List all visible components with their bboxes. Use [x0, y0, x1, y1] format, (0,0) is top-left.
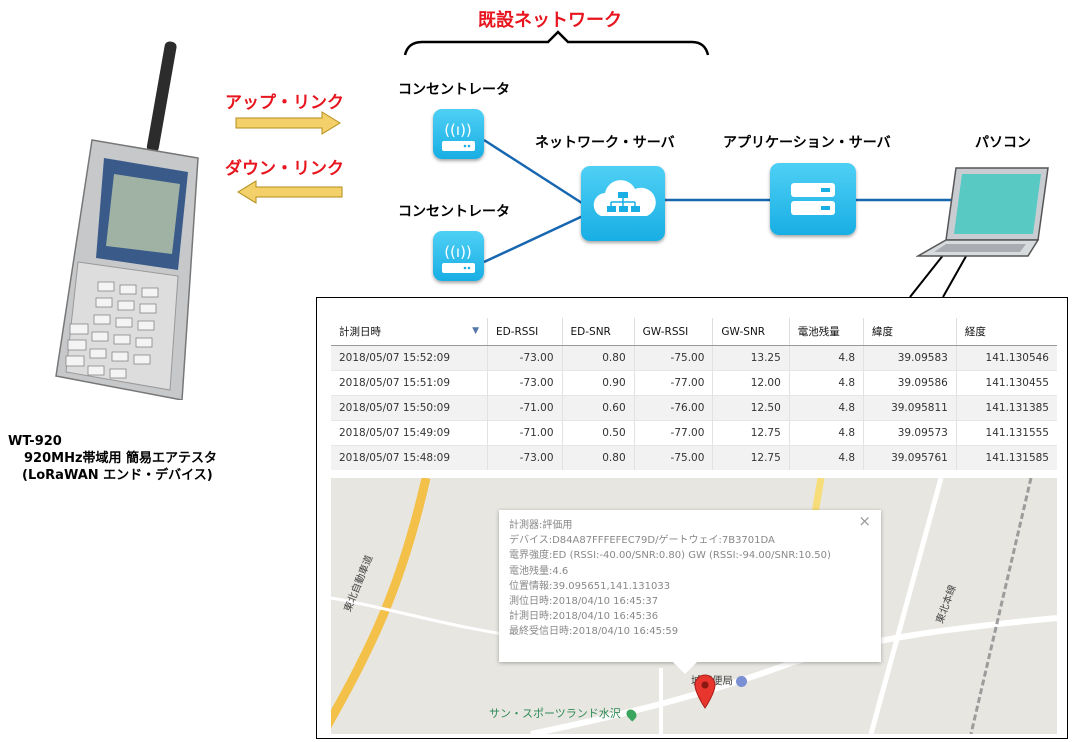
table-cell: 12.50: [712, 395, 790, 421]
table-cell: 39.09586: [863, 370, 957, 396]
table-cell: 39.095811: [863, 395, 957, 421]
sort-desc-icon[interactable]: ▼: [472, 326, 479, 336]
post-office-icon: [736, 675, 748, 687]
uplink-arrow: [235, 111, 341, 135]
network-server-label: ネットワーク・サーバ: [535, 135, 675, 151]
table-cell: -71.00: [487, 395, 563, 421]
table-cell: 2018/05/07 15:52:09: [331, 345, 488, 371]
column-header-ed-snr[interactable]: ED-SNR: [561, 318, 635, 346]
close-icon[interactable]: ×: [858, 512, 871, 530]
column-header-latitude[interactable]: 緯度: [863, 318, 957, 346]
table-cell: 141.130546: [955, 345, 1057, 371]
column-header-ed-rssi[interactable]: ED-RSSI: [487, 318, 563, 346]
table-cell: 2018/05/07 15:50:09: [331, 395, 488, 421]
downlink-label: ダウン・リンク: [225, 159, 344, 179]
concentrator-icon: ((ı)): [433, 109, 484, 159]
table-cell: -77.00: [633, 370, 713, 396]
svg-text:((ı)): ((ı)): [444, 121, 472, 139]
device-model: WT-920: [8, 434, 62, 449]
popup-line: 電池残量:4.6: [509, 565, 569, 577]
map-view[interactable]: 東北自動車道 東北本線 × 計測器:評価用 デバイス:D84A87FFFEFEC…: [331, 478, 1057, 734]
column-header-datetime[interactable]: 計測日時▼: [331, 318, 488, 346]
column-header-battery[interactable]: 電池残量: [788, 318, 864, 346]
popup-line: 計測日時:2018/04/10 16:45:36: [509, 611, 659, 623]
popup-line: 電界強度:ED (RSSI:-40.00/SNR:0.80) GW (RSSI:…: [509, 550, 831, 562]
table-cell: 39.09583: [863, 345, 957, 371]
table-cell: 12.75: [712, 445, 790, 470]
column-header-gw-snr[interactable]: GW-SNR: [712, 318, 790, 346]
device-caption: WT-920 920MHz帯域用 簡易エアテスタ (LoRaWAN エンド・デバ…: [8, 433, 217, 484]
downlink-arrow: [237, 180, 343, 204]
table-cell: 12.00: [712, 370, 790, 396]
link-concentrator1-network: [483, 138, 586, 207]
table-cell: 141.130455: [955, 370, 1057, 396]
table-cell: 4.8: [788, 420, 864, 446]
popup-line: 計測器:評価用: [509, 520, 573, 531]
table-cell: 39.09573: [863, 420, 957, 446]
table-cell: 2018/05/07 15:48:09: [331, 445, 488, 470]
sports-label[interactable]: サン・スポーツランド水沢: [489, 705, 639, 722]
table-cell: 0.80: [561, 445, 635, 470]
column-header-longitude[interactable]: 経度: [955, 318, 1057, 346]
popup-line: デバイス:D84A87FFFEFEC79D/ゲートウェイ:7B3701DA: [509, 535, 775, 547]
table-cell: 12.75: [712, 420, 790, 446]
network-title: 既設ネットワーク: [478, 10, 622, 31]
pc-label: パソコン: [975, 135, 1031, 151]
table-cell: 0.80: [561, 345, 635, 371]
monitoring-panel: 計測日時▼ ED-RSSI ED-SNR GW-RSSI GW-SNR 電池残量…: [316, 297, 1068, 739]
table-cell: -77.00: [633, 420, 713, 446]
info-popup: × 計測器:評価用 デバイス:D84A87FFFEFEC79D/ゲートウェイ:7…: [499, 510, 881, 674]
table-cell: 4.8: [788, 370, 864, 396]
server-icon: [770, 163, 856, 235]
laptop-icon: [915, 160, 1056, 260]
cloud-network-icon: [581, 166, 665, 241]
table-cell: 39.095761: [863, 445, 957, 470]
table-cell: 0.60: [561, 395, 635, 421]
table-cell: -71.00: [487, 420, 563, 446]
table-cell: 2018/05/07 15:49:09: [331, 420, 488, 446]
table-cell: 4.8: [788, 345, 864, 371]
table-cell: 2018/05/07 15:51:09: [331, 370, 488, 396]
svg-text:((ı)): ((ı)): [444, 243, 472, 261]
measurement-table: 計測日時▼ ED-RSSI ED-SNR GW-RSSI GW-SNR 電池残量…: [331, 318, 1057, 470]
concentrator-label-top: コンセントレータ: [398, 82, 510, 98]
app-server-label: アプリケーション・サーバ: [723, 135, 891, 151]
table-cell: -73.00: [487, 345, 563, 371]
location-marker-icon[interactable]: [693, 673, 717, 709]
table-cell: 141.131385: [955, 395, 1057, 421]
popup-line: 位置情報:39.095651,141.131033: [509, 580, 671, 592]
table-cell: 0.90: [561, 370, 635, 396]
table-cell: -75.00: [633, 345, 713, 371]
popup-line: 測位日時:2018/04/10 16:45:37: [509, 596, 659, 608]
table-cell: -73.00: [487, 445, 563, 470]
table-cell: -76.00: [633, 395, 713, 421]
column-header-gw-rssi[interactable]: GW-RSSI: [633, 318, 713, 346]
concentrator-label-bottom: コンセントレータ: [398, 204, 510, 220]
table-cell: 13.25: [712, 345, 790, 371]
device-description: 920MHz帯域用 簡易エアテスタ: [24, 451, 218, 466]
table-cell: -73.00: [487, 370, 563, 396]
device-type: (LoRaWAN エンド・デバイス): [22, 468, 213, 483]
table-cell: 4.8: [788, 395, 864, 421]
network-brace: [403, 30, 710, 56]
link-concentrator2-network: [483, 213, 586, 264]
air-tester-device-icon: [30, 40, 210, 401]
concentrator-icon: ((ı)): [433, 231, 484, 281]
table-cell: 4.8: [788, 445, 864, 470]
table-header-row: 計測日時▼ ED-RSSI ED-SNR GW-RSSI GW-SNR 電池残量…: [331, 318, 1057, 346]
sports-text: サン・スポーツランド水沢: [489, 707, 621, 720]
popup-line: 最終受信日時:2018/04/10 16:45:59: [509, 626, 679, 638]
table-cell: 0.50: [561, 420, 635, 446]
uplink-label: アップ・リンク: [225, 93, 344, 113]
table-cell: -75.00: [633, 445, 713, 470]
table-cell: 141.131555: [955, 420, 1057, 446]
table-cell: 141.131585: [955, 445, 1057, 470]
